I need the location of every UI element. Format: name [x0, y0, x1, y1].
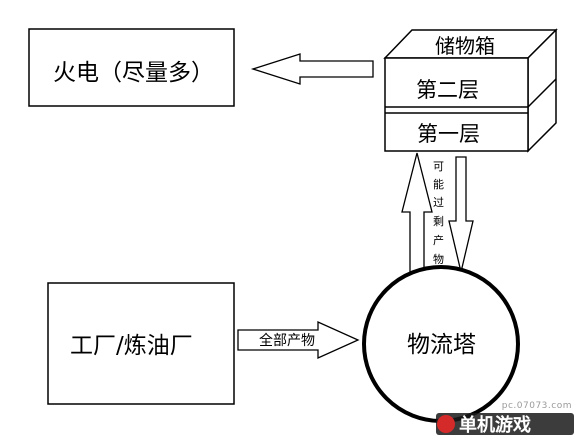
surplus-char: 剩 [433, 215, 444, 228]
svg-text:单机游戏: 单机游戏 [459, 414, 531, 435]
surplus-label: 可 能 过 剩 产 物 [433, 160, 444, 266]
logistics-tower-node: 物流塔 [362, 265, 520, 423]
storage-to-power-arrow [250, 53, 374, 85]
surplus-char: 物 [433, 252, 444, 266]
power-plant-node: 火电（尽量多） [28, 28, 235, 107]
factory-node: 工厂/炼油厂 [47, 282, 235, 405]
tower-to-storage-arrow [401, 152, 433, 273]
storage-to-tower-arrow [448, 156, 474, 273]
surplus-char: 过 [433, 196, 444, 209]
factory-label: 工厂/炼油厂 [70, 333, 193, 359]
all-products-label: 全部产物 [259, 332, 315, 349]
surplus-char: 可 [433, 160, 444, 173]
storage-title: 储物箱 [435, 34, 495, 58]
storage-box-front [384, 57, 529, 152]
site-watermark: pc.07073.com 单机游戏 [426, 401, 576, 435]
factory-to-tower-arrow [237, 320, 360, 360]
storage-layer-1: 第一层 [417, 122, 480, 146]
power-plant-label: 火电（尽量多） [53, 60, 214, 86]
surplus-char: 能 [433, 177, 444, 191]
watermark-site: pc.07073.com [501, 401, 572, 411]
watermark-logo: 单机游戏 [436, 413, 574, 435]
logistics-tower-label: 物流塔 [407, 332, 476, 358]
surplus-char: 产 [433, 233, 444, 247]
storage-box-node: 储物箱 第二层 第一层 [383, 28, 558, 153]
storage-layer-2: 第二层 [416, 78, 479, 102]
